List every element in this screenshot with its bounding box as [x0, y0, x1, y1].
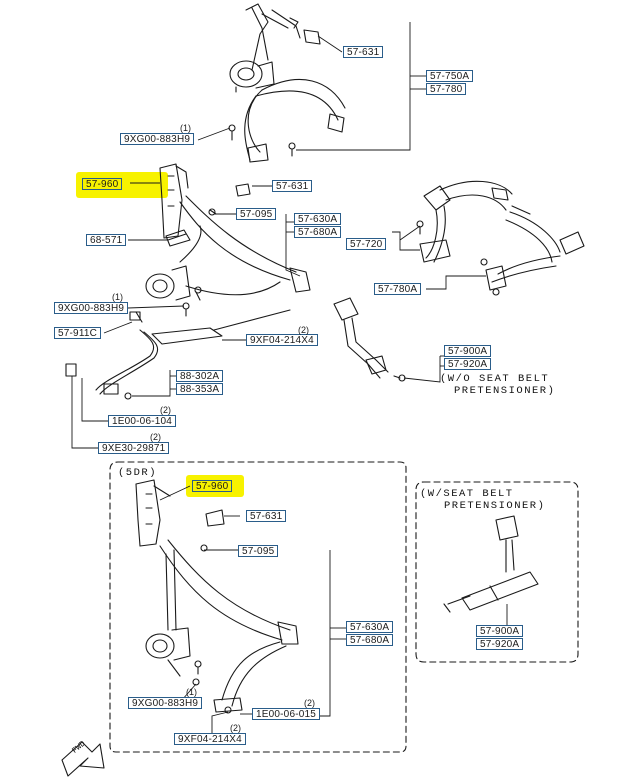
pretensioner-box: [415, 481, 579, 663]
quantity-9xg00-883h9-mid: (1): [112, 292, 123, 302]
part-label-9xg00-883h9-top[interactable]: 9XG00-883H9: [120, 133, 195, 145]
part-label-57-630a-5dr[interactable]: 57-630A: [346, 621, 394, 633]
part-label-9xg00-883h9-mid[interactable]: 9XG00-883H9: [54, 302, 129, 314]
part-label-68-571[interactable]: 68-571: [86, 234, 127, 246]
fwd-arrow: [61, 741, 105, 777]
quantity-1e00-06-104: (2): [160, 405, 171, 415]
five-door-belt: [135, 479, 299, 714]
part-label-57-631-5dr[interactable]: 57-631: [246, 510, 287, 522]
part-label-57-095-5dr[interactable]: 57-095: [238, 545, 279, 557]
part-label-1e00-06-104[interactable]: 1E00-06-104: [108, 415, 177, 427]
note-with-pretensioner-line2: PRETENSIONER): [444, 500, 546, 512]
note-without-pretensioner-line2: PRETENSIONER): [454, 385, 556, 397]
part-label-88-353a[interactable]: 88-353A: [176, 383, 224, 395]
part-label-57-630a[interactable]: 57-630A: [294, 213, 342, 225]
front-belt-assembly: [129, 163, 311, 345]
part-label-57-680a[interactable]: 57-680A: [294, 226, 342, 238]
part-label-57-900a-with-pretensioner[interactable]: 57-900A: [476, 625, 524, 637]
part-label-57-720[interactable]: 57-720: [346, 238, 387, 250]
quantity-9xg00-883h9-5dr: (1): [186, 687, 197, 697]
buckle-wo-pretensioner: [333, 297, 406, 382]
part-label-57-920a-top[interactable]: 57-920A: [444, 358, 492, 370]
part-label-1e00-06-015[interactable]: 1E00-06-015: [252, 708, 321, 720]
part-label-9xg00-883h9-5dr[interactable]: 9XG00-883H9: [128, 697, 203, 709]
quantity-9xe30-29871: (2): [150, 432, 161, 442]
part-label-57-095[interactable]: 57-095: [236, 208, 277, 220]
part-label-57-750a[interactable]: 57-750A: [426, 70, 474, 82]
part-label-88-302a[interactable]: 88-302A: [176, 370, 224, 382]
part-label-57-780a[interactable]: 57-780A: [374, 283, 422, 295]
part-label-57-960-highlighted[interactable]: 57-960: [82, 178, 123, 190]
note-five-door: (5DR): [118, 467, 158, 479]
part-label-57-960-5dr-highlighted[interactable]: 57-960: [192, 480, 233, 492]
five-door-box: [109, 461, 407, 753]
part-label-9xe30-29871[interactable]: 9XE30-29871: [98, 442, 170, 454]
note-with-pretensioner-line1: (W/SEAT BELT: [420, 488, 514, 500]
part-label-9xf04-214x4-top[interactable]: 9XF04-214X4: [246, 334, 318, 346]
part-label-57-780[interactable]: 57-780: [426, 83, 467, 95]
quantity-1e00-06-015: (2): [304, 698, 315, 708]
harness: [65, 329, 159, 400]
center-belt-assembly: [416, 180, 585, 296]
quantity-9xf04-214x4-top: (2): [298, 325, 309, 335]
quantity-9xg00-883h9-top: (1): [180, 123, 191, 133]
part-label-57-631-top[interactable]: 57-631: [343, 46, 384, 58]
part-label-57-911c[interactable]: 57-911C: [54, 327, 102, 339]
quantity-9xf04-214x4-5dr: (2): [230, 723, 241, 733]
buckle-with-pretensioner: [443, 515, 539, 613]
note-without-pretensioner-line1: (W/O SEAT BELT: [440, 373, 550, 385]
part-label-57-631-mid[interactable]: 57-631: [272, 180, 313, 192]
part-label-57-680a-5dr[interactable]: 57-680A: [346, 634, 394, 646]
bolts-top: [228, 86, 296, 157]
part-label-9xf04-214x4-5dr[interactable]: 9XF04-214X4: [174, 733, 246, 745]
rear-belt-assembly: [229, 3, 346, 163]
part-label-57-900a-top[interactable]: 57-900A: [444, 345, 492, 357]
part-label-57-920a-with-pretensioner[interactable]: 57-920A: [476, 638, 524, 650]
